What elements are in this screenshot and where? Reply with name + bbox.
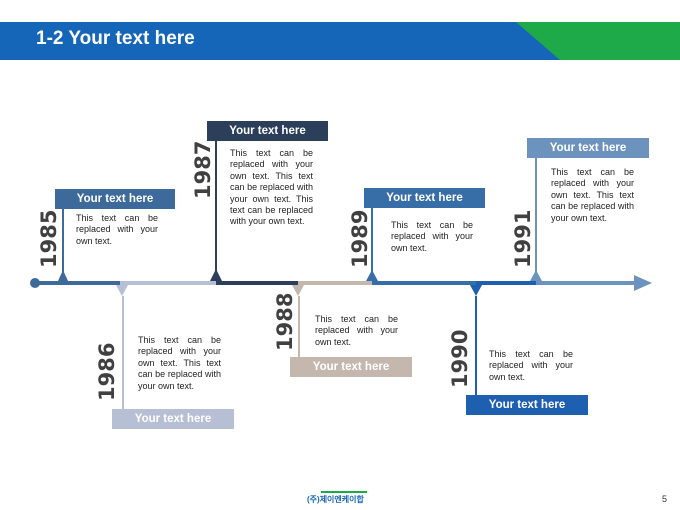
label-box-1989: Your text here — [364, 188, 485, 208]
connector-1988 — [298, 296, 300, 358]
desc-1989: This text can be replaced with your own … — [391, 220, 473, 253]
year-1988: 1988 — [273, 292, 297, 351]
year-1987: 1987 — [191, 140, 215, 199]
year-1986: 1986 — [95, 342, 119, 401]
label-box-1991: Your text here — [527, 138, 649, 158]
desc-1990: This text can be replaced with your own … — [489, 349, 573, 382]
desc-1986: This text can be replaced with your own … — [138, 335, 221, 391]
connector-1989 — [371, 206, 373, 273]
svg-text:(주)제이엔케이합: (주)제이엔케이합 — [307, 494, 364, 504]
connector-1986 — [122, 296, 124, 410]
connector-1987 — [215, 140, 217, 273]
label-box-1985: Your text here — [55, 189, 175, 209]
year-1991: 1991 — [511, 209, 535, 268]
page-number: 5 — [662, 494, 668, 504]
connector-1990 — [475, 296, 477, 396]
connector-1991 — [535, 157, 537, 273]
label-box-1990: Your text here — [466, 395, 588, 415]
year-1989: 1989 — [348, 209, 372, 268]
desc-1988: This text can be replaced with your own … — [315, 314, 398, 347]
label-box-1987: Your text here — [207, 121, 328, 141]
header-bar — [0, 22, 680, 60]
page-title: 1-2 Your text here — [36, 28, 195, 49]
timeline-arrow-icon — [634, 275, 652, 291]
year-1985: 1985 — [37, 209, 61, 268]
connector-1985 — [62, 207, 64, 273]
label-box-1988: Your text here — [290, 357, 412, 377]
desc-1987: This text can be replaced with your own … — [230, 148, 313, 227]
desc-1985: This text can be replaced with your own … — [76, 213, 158, 246]
label-box-1986: Your text here — [112, 409, 234, 429]
desc-1991: This text can be replaced with your own … — [551, 167, 634, 223]
year-1990: 1990 — [448, 329, 472, 388]
timeline-start-dot — [30, 278, 40, 288]
company-logo: (주)제이엔케이합 — [305, 489, 369, 505]
